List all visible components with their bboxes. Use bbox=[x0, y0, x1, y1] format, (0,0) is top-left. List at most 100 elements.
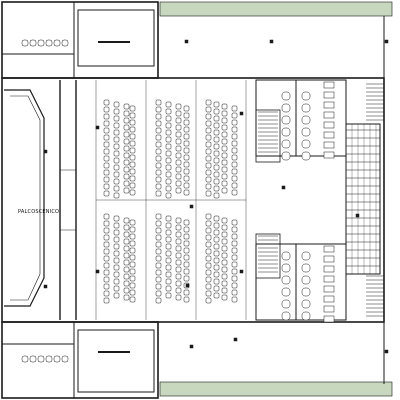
seat bbox=[183, 140, 190, 147]
seat bbox=[231, 133, 238, 140]
seat bbox=[231, 282, 238, 289]
seat bbox=[231, 296, 238, 303]
seat bbox=[205, 220, 212, 227]
seat bbox=[103, 141, 110, 148]
seat bbox=[165, 285, 172, 292]
seat bbox=[129, 226, 136, 233]
toilet-fixture bbox=[301, 299, 311, 309]
toilet-fixture bbox=[281, 299, 291, 309]
wc-fixture bbox=[37, 39, 45, 47]
seat bbox=[123, 173, 130, 180]
toilet-fixture bbox=[281, 311, 291, 321]
seat bbox=[103, 262, 110, 269]
seat bbox=[221, 294, 228, 301]
seat bbox=[103, 190, 110, 197]
stair-box-w2 bbox=[255, 233, 281, 279]
seat bbox=[123, 217, 130, 224]
seat bbox=[221, 110, 228, 117]
toilet-fixture bbox=[301, 311, 311, 321]
wc-fixture bbox=[21, 39, 29, 47]
seat bbox=[103, 113, 110, 120]
seat bbox=[231, 189, 238, 196]
seat bbox=[123, 180, 130, 187]
seat bbox=[155, 120, 162, 127]
seat bbox=[183, 175, 190, 182]
seat bbox=[113, 292, 120, 299]
seat bbox=[231, 254, 238, 261]
wc-fixture bbox=[29, 355, 37, 363]
seat bbox=[205, 248, 212, 255]
toilet-fixture bbox=[281, 263, 291, 273]
seat bbox=[155, 141, 162, 148]
seat bbox=[175, 110, 182, 117]
seat bbox=[129, 175, 136, 182]
seat bbox=[123, 103, 130, 110]
seat bbox=[103, 283, 110, 290]
seat bbox=[213, 215, 220, 222]
seat bbox=[183, 296, 190, 303]
urinal-fixture bbox=[323, 81, 335, 89]
seat bbox=[183, 254, 190, 261]
seat bbox=[165, 292, 172, 299]
seat bbox=[129, 296, 136, 303]
seat bbox=[129, 233, 136, 240]
urinal-fixture bbox=[323, 131, 335, 139]
seat bbox=[205, 148, 212, 155]
seat bbox=[129, 261, 136, 268]
toilet-fixture bbox=[301, 127, 311, 137]
seat bbox=[183, 119, 190, 126]
seat bbox=[103, 241, 110, 248]
seat bbox=[103, 297, 110, 304]
seat bbox=[165, 157, 172, 164]
seat bbox=[155, 176, 162, 183]
seat bbox=[205, 241, 212, 248]
seat bbox=[113, 229, 120, 236]
seat bbox=[221, 252, 228, 259]
toilet-fixture bbox=[281, 251, 291, 261]
seat bbox=[165, 115, 172, 122]
seat bbox=[205, 106, 212, 113]
seat bbox=[129, 154, 136, 161]
urinal-fixture bbox=[323, 121, 335, 129]
seat bbox=[213, 271, 220, 278]
seat bbox=[183, 275, 190, 282]
seat bbox=[175, 166, 182, 173]
seat bbox=[155, 99, 162, 106]
seat bbox=[123, 266, 130, 273]
wc-fixture bbox=[61, 39, 69, 47]
toilet-fixture bbox=[281, 139, 291, 149]
seat bbox=[165, 271, 172, 278]
toilet-fixture bbox=[301, 115, 311, 125]
marker-symbol bbox=[269, 39, 274, 44]
wc-fixture bbox=[53, 39, 61, 47]
seat bbox=[113, 222, 120, 229]
urinal-fixture bbox=[323, 305, 335, 313]
toilet-fixture bbox=[281, 127, 291, 137]
seat bbox=[221, 124, 228, 131]
seat bbox=[155, 213, 162, 220]
seat bbox=[221, 287, 228, 294]
seat bbox=[155, 255, 162, 262]
seat bbox=[155, 162, 162, 169]
seat bbox=[231, 147, 238, 154]
seat bbox=[129, 240, 136, 247]
seat bbox=[129, 275, 136, 282]
urinal-fixture bbox=[323, 315, 335, 323]
seat bbox=[205, 127, 212, 134]
urinal-fixture bbox=[323, 275, 335, 283]
seat bbox=[213, 229, 220, 236]
toilet-fixture bbox=[301, 275, 311, 285]
seat bbox=[213, 264, 220, 271]
seat bbox=[165, 229, 172, 236]
seat bbox=[231, 175, 238, 182]
seat bbox=[205, 262, 212, 269]
seat bbox=[103, 255, 110, 262]
seat bbox=[213, 243, 220, 250]
seat bbox=[213, 143, 220, 150]
seat bbox=[205, 113, 212, 120]
seat bbox=[221, 138, 228, 145]
seat bbox=[231, 182, 238, 189]
seat bbox=[221, 152, 228, 159]
seat bbox=[123, 145, 130, 152]
